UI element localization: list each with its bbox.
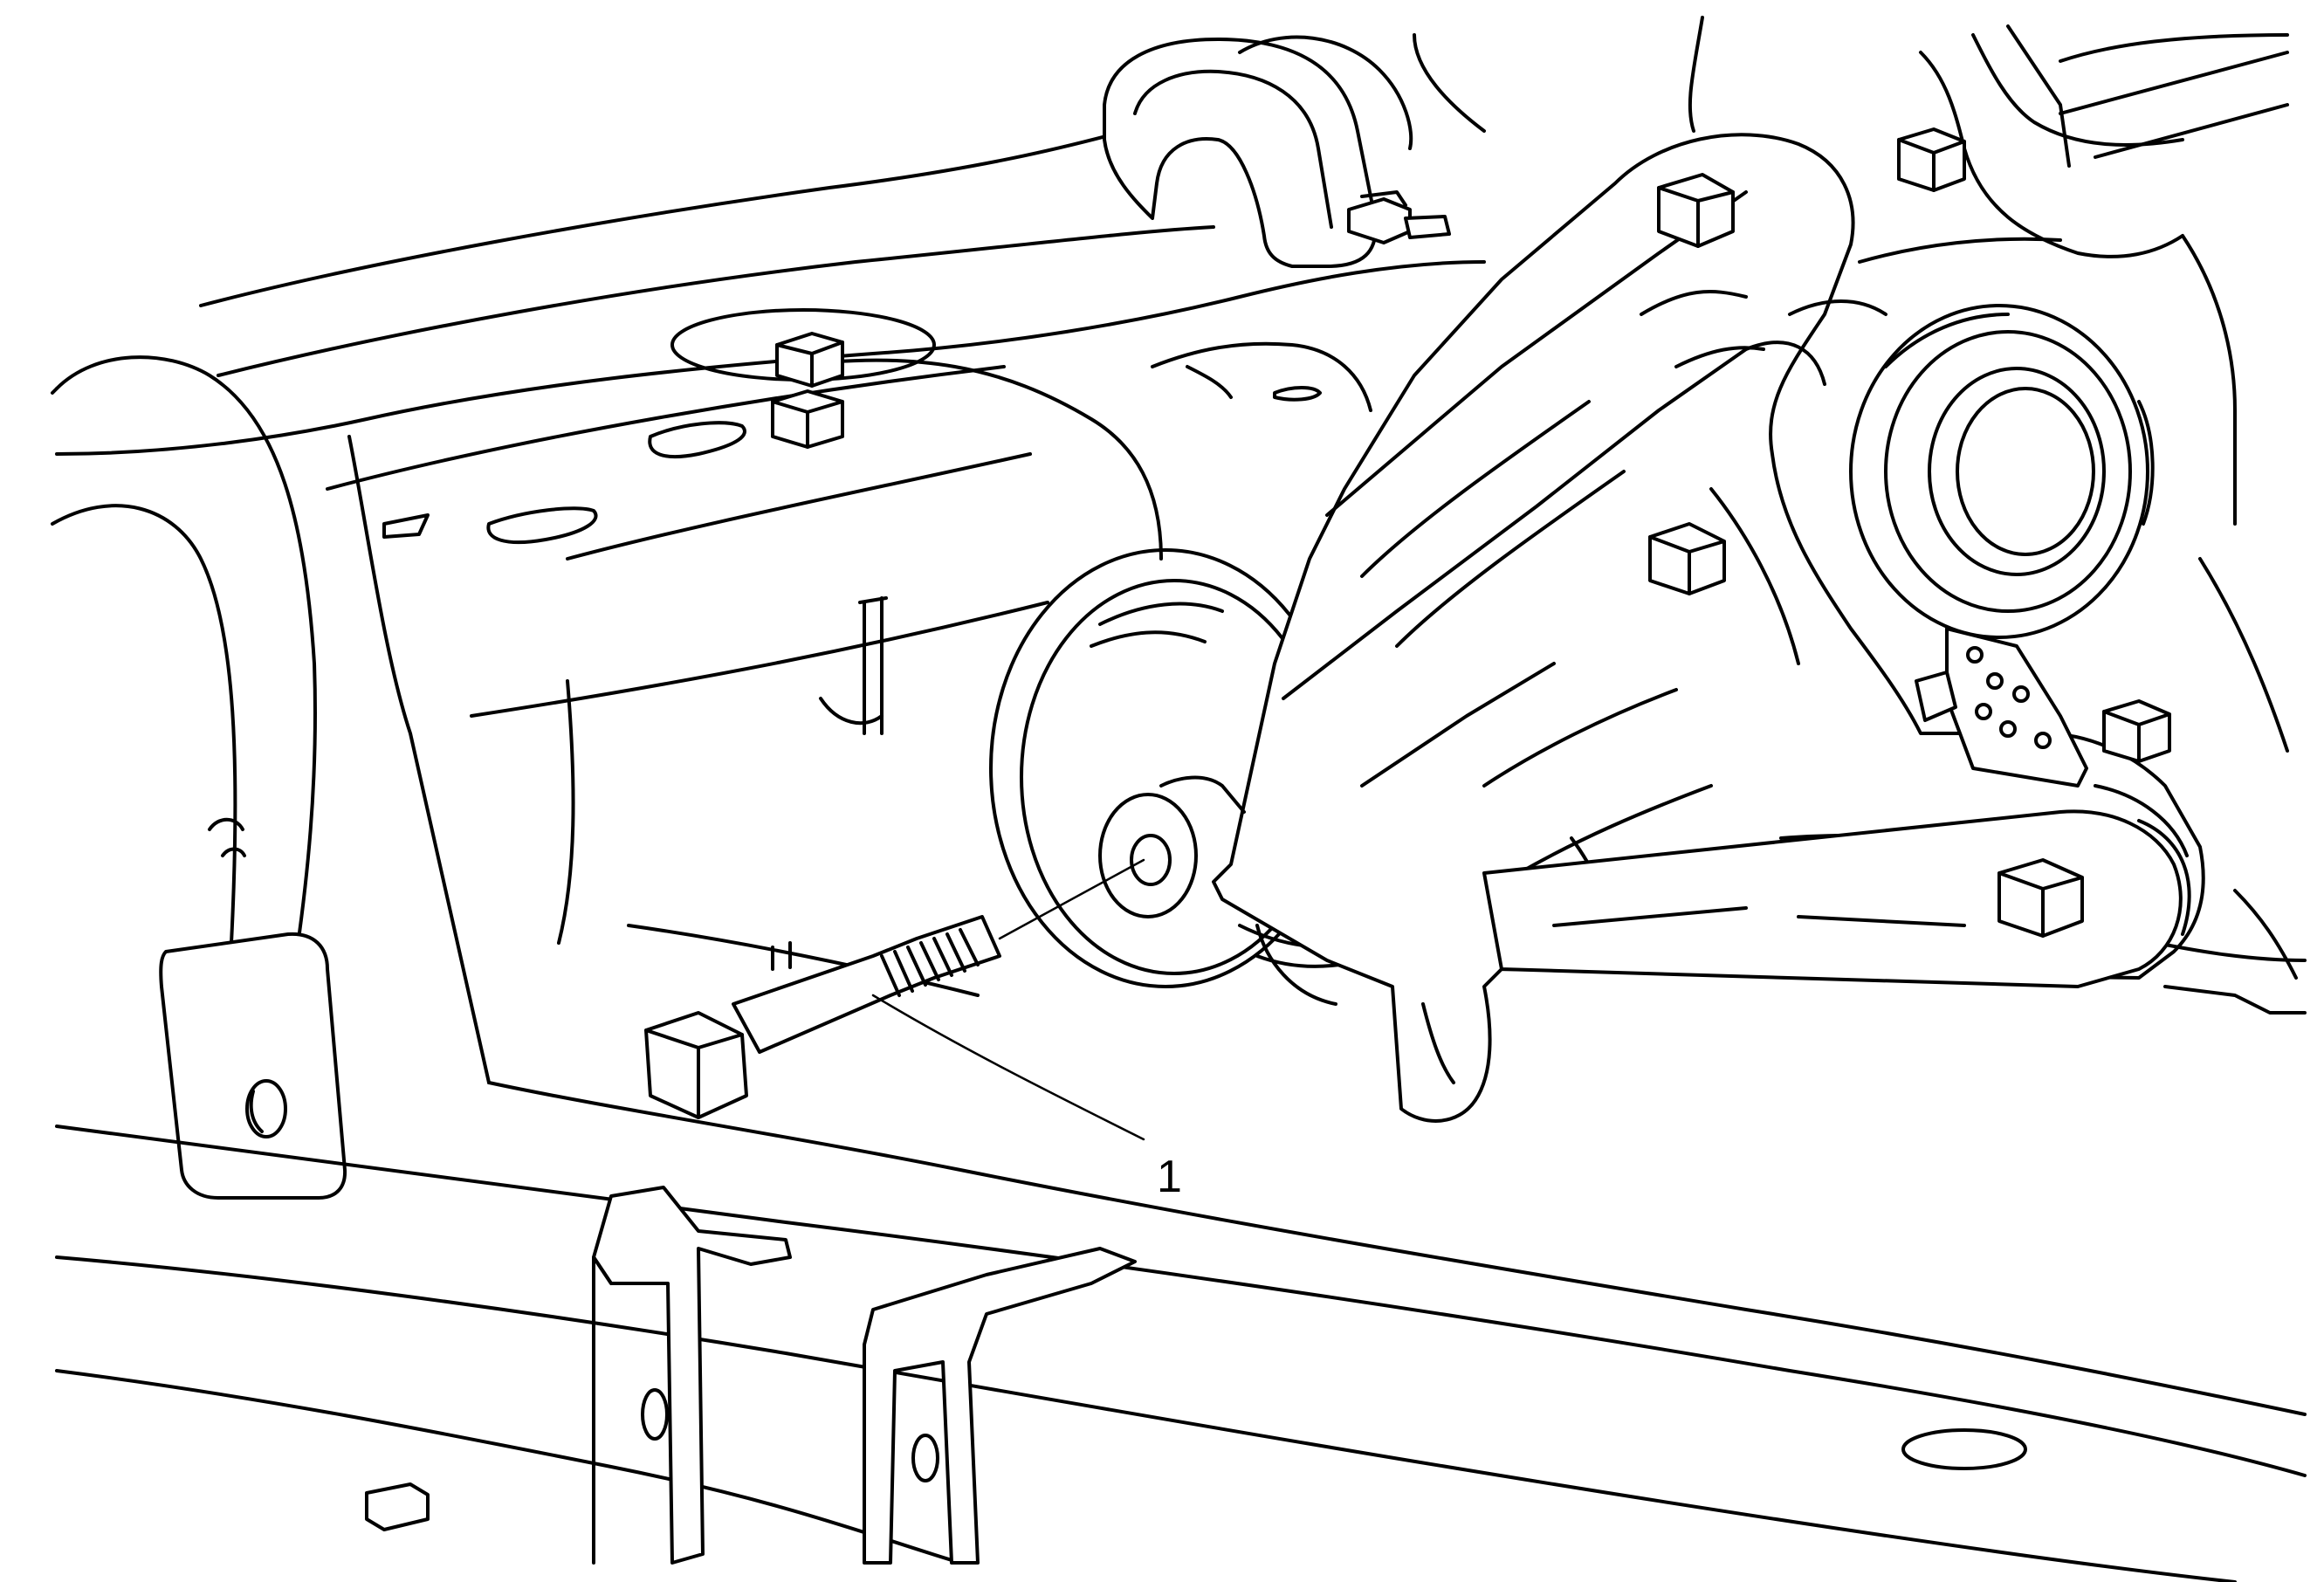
subframe-slots bbox=[382, 365, 1322, 545]
long-bolt-callout-1 bbox=[644, 858, 1145, 1141]
stabilizer-bracket-left bbox=[159, 932, 347, 1200]
callout-1-label: 1 bbox=[1157, 1152, 1182, 1202]
knuckle-bolt-top bbox=[1657, 173, 1735, 248]
right-side-structure bbox=[1413, 16, 2307, 1015]
lower-link-arm bbox=[1482, 809, 2191, 988]
bracket-nut bbox=[1915, 671, 1957, 722]
stabilizer-bushing-clamp bbox=[1103, 35, 1413, 268]
clamp-bolt bbox=[1347, 190, 1451, 244]
stabilizer-bar bbox=[51, 129, 1215, 953]
callout-1-label-group: 1 bbox=[1157, 1152, 1182, 1202]
hub-bolt-lower bbox=[2102, 699, 2171, 763]
hub-bolt-top bbox=[1897, 127, 1966, 192]
subframe-studs bbox=[208, 817, 792, 971]
lower-arm-bolt bbox=[1997, 858, 2084, 938]
frame-oval-hole bbox=[1901, 1428, 2027, 1470]
wheel-hub-bearing bbox=[1849, 237, 2155, 639]
knuckle-bolt-middle bbox=[1648, 522, 1726, 595]
frame-bracket-left bbox=[592, 1186, 792, 1565]
frame-bracket-right bbox=[863, 1247, 1137, 1565]
bushing-washer bbox=[1098, 775, 1246, 918]
vertical-rod bbox=[819, 596, 888, 735]
knuckle-inner-web bbox=[1282, 340, 1826, 788]
subframe-top-bolts bbox=[670, 308, 936, 449]
frame-nut-bottom bbox=[365, 1482, 430, 1531]
